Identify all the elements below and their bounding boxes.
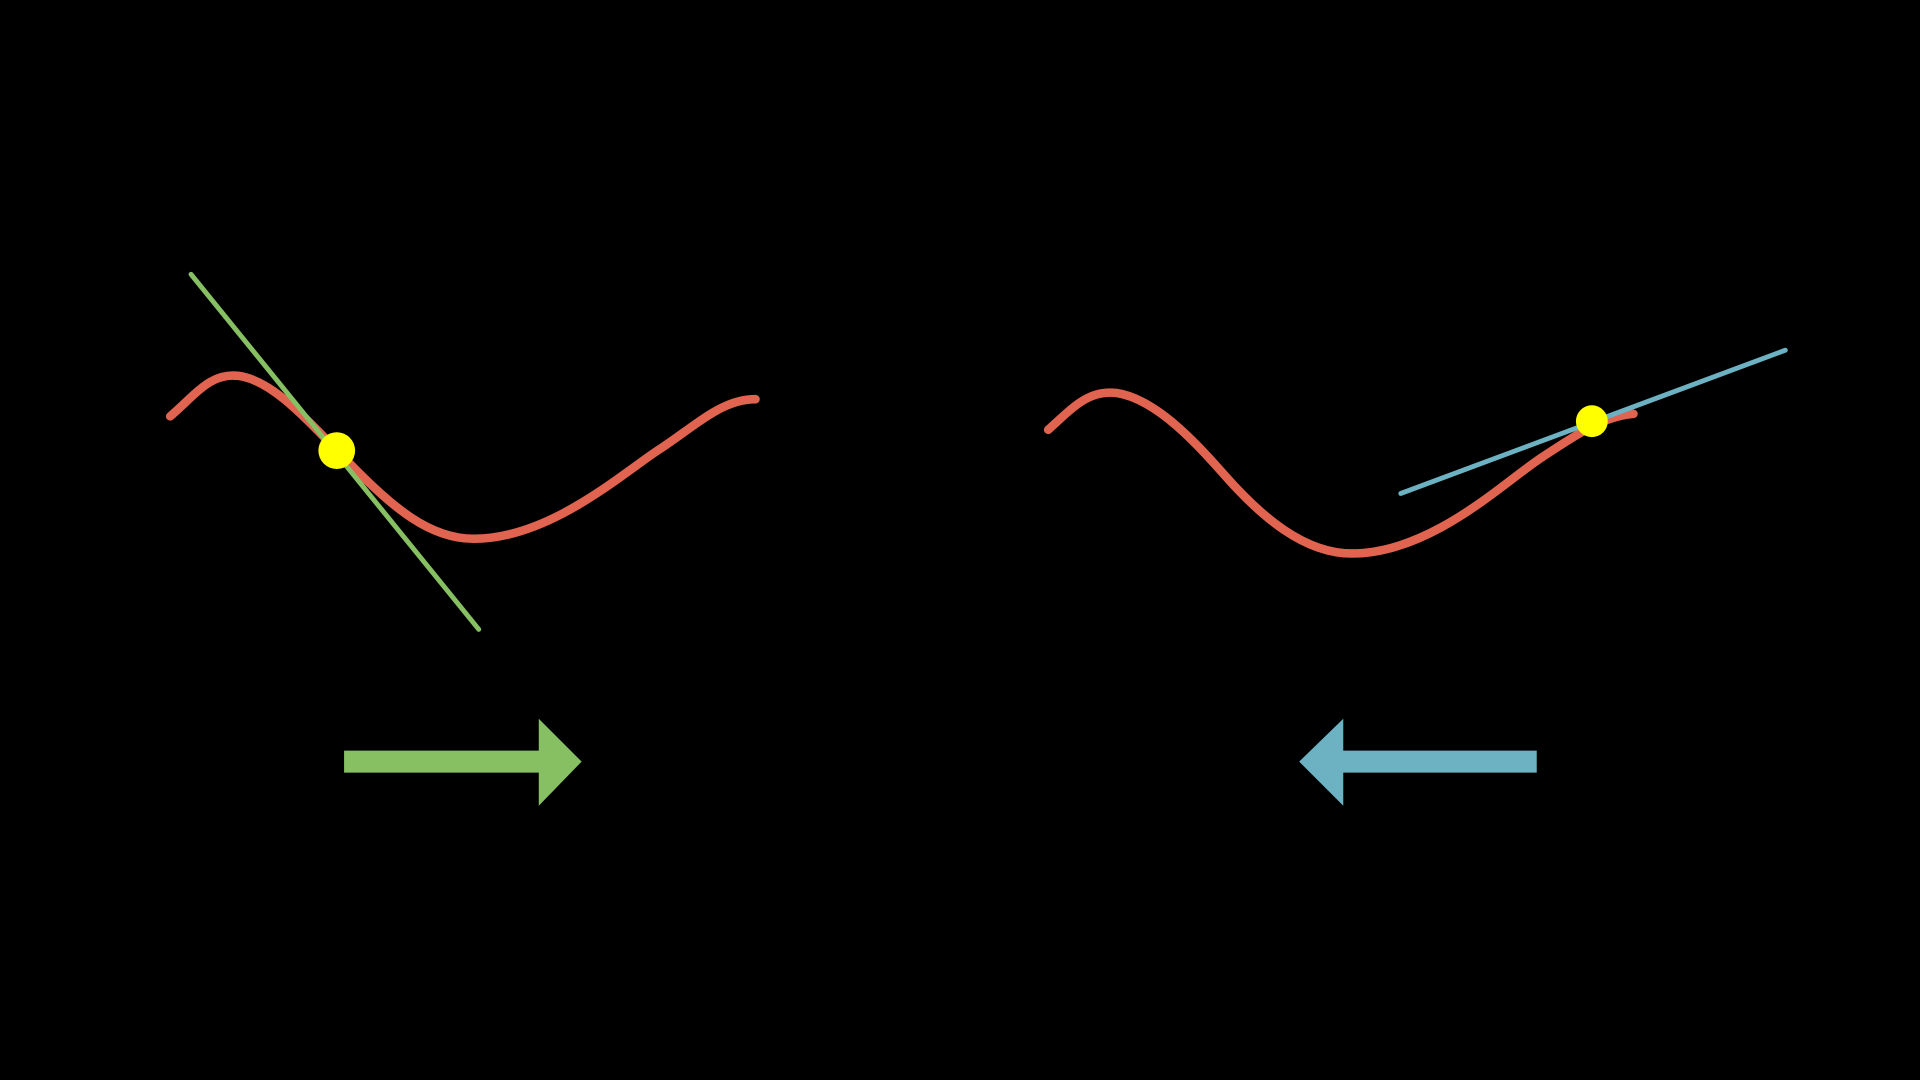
left-curve xyxy=(165,371,760,544)
right-curve xyxy=(1043,388,1638,558)
arrow-left-icon xyxy=(1299,718,1537,806)
right-panel xyxy=(1043,347,1788,806)
right-tangent-point xyxy=(1575,405,1608,438)
left-panel xyxy=(165,271,760,806)
arrow-right-icon xyxy=(344,718,582,806)
left-tangent-point xyxy=(318,432,356,469)
